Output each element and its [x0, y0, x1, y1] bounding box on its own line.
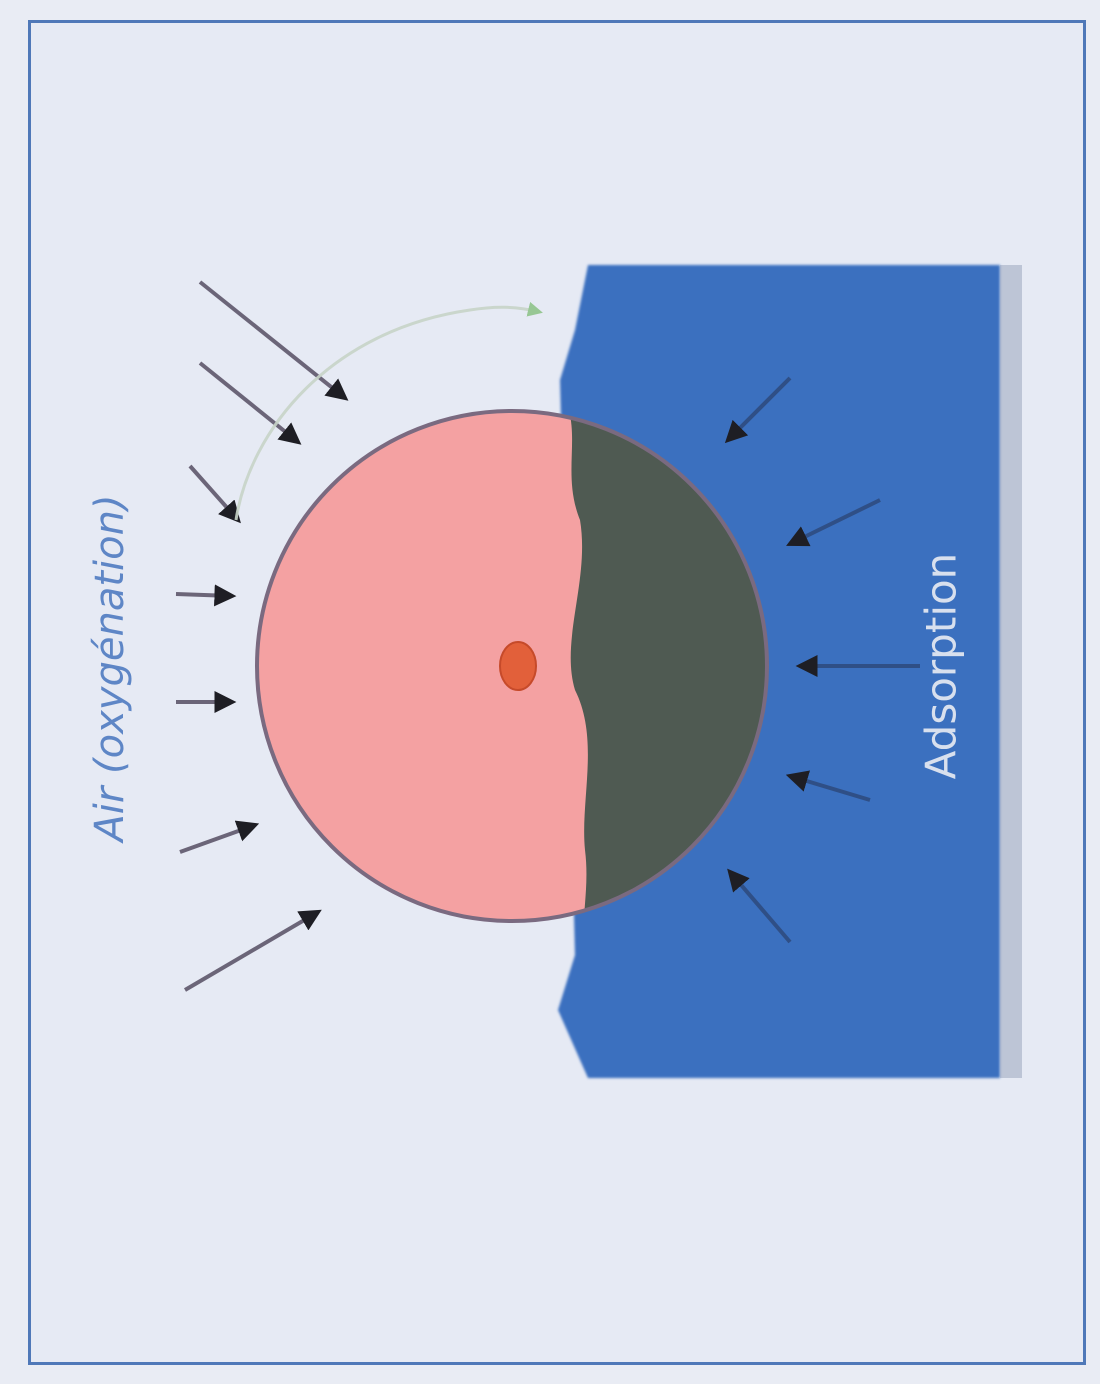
air-arrow-4 [176, 594, 232, 596]
substrate-shadow [1000, 265, 1022, 1078]
air-arrow-1 [185, 912, 318, 990]
air-arrow-5 [190, 466, 238, 520]
air-label: Air (oxygénation) [87, 494, 133, 844]
adsorption-label: Adsorption [917, 553, 966, 780]
air-arrow-6 [200, 363, 298, 442]
air-arrow-2 [180, 825, 255, 852]
center-dot [500, 642, 536, 690]
